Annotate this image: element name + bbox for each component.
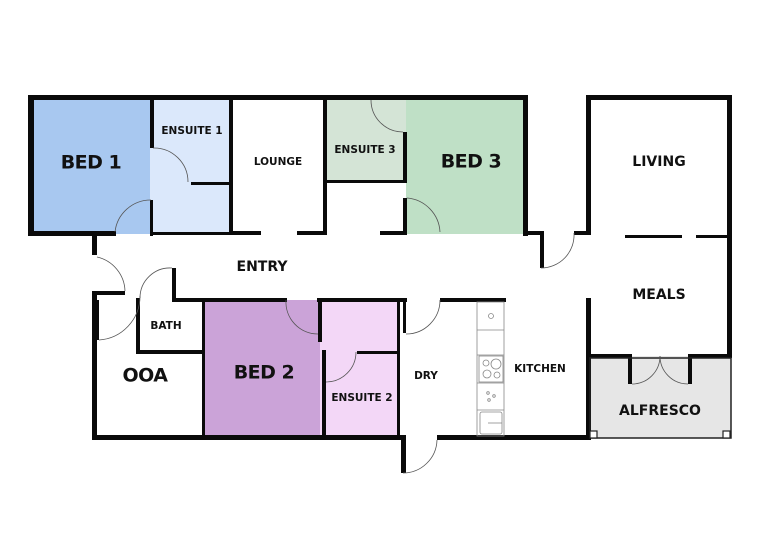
room-label-bath: BATH: [150, 320, 181, 332]
room-bed1-fill: [32, 98, 152, 234]
room-ensuite1-fill: [150, 98, 230, 234]
room-bed3-fill: [406, 98, 526, 234]
room-ensuite2-fill: [320, 300, 400, 437]
walls: [28, 95, 732, 473]
kitchen-bench: [476, 301, 505, 437]
door-swings: [96, 99, 689, 474]
room-bed2-fill: [203, 300, 323, 437]
sink-icon: [479, 411, 503, 435]
room-label-ensuite3: ENSUITE 3: [334, 144, 395, 156]
room-label-meals: MEALS: [632, 287, 685, 303]
fan-icon: [488, 313, 494, 319]
cooktop-icon: [478, 355, 504, 383]
room-alfresco-fill: [590, 356, 731, 438]
room-label-bed2: BED 2: [234, 362, 295, 384]
dishwasher-icon: [486, 391, 496, 402]
room-label-entry: ENTRY: [237, 259, 289, 275]
room-label-ooa: OOA: [123, 365, 169, 387]
room-label-ensuite2: ENSUITE 2: [331, 392, 392, 404]
room-label-bed3: BED 3: [441, 151, 502, 173]
room-label-lounge: LOUNGE: [254, 156, 302, 168]
room-label-alfresco: ALFRESCO: [619, 403, 701, 419]
room-label-dry: DRY: [414, 370, 438, 382]
room-ensuite3-fill: [326, 98, 406, 182]
room-label-living: LIVING: [632, 154, 685, 170]
room-label-ensuite1: ENSUITE 1: [161, 125, 222, 137]
room-label-bed1: BED 1: [61, 152, 122, 174]
room-label-kitchen: KITCHEN: [514, 363, 566, 375]
